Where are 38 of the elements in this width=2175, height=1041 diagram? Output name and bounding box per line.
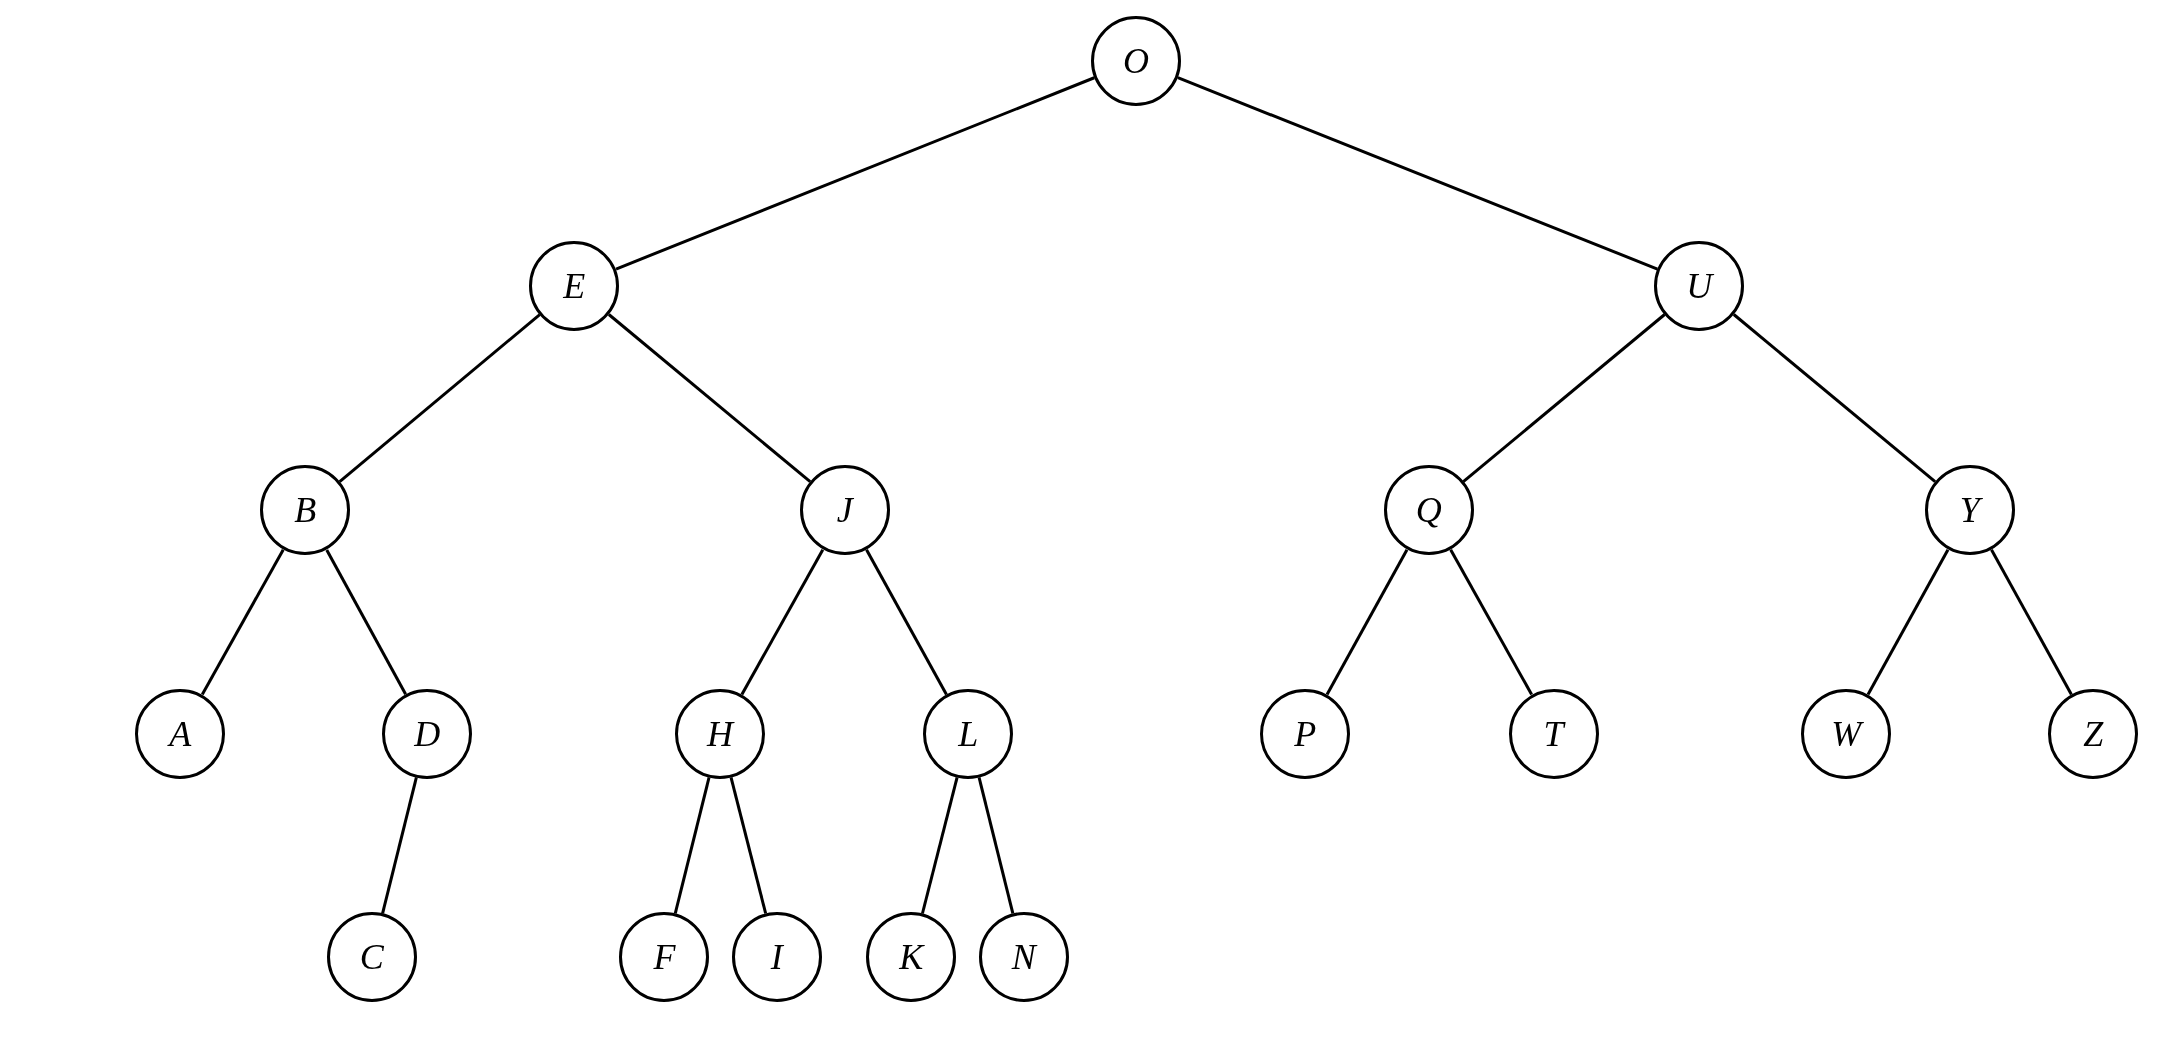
tree-edge — [977, 777, 1015, 914]
node-letter: I — [770, 939, 783, 976]
node-letter: C — [359, 939, 384, 976]
tree-edge — [921, 777, 959, 914]
node-letter: A — [169, 715, 192, 752]
tree-edge — [740, 549, 825, 696]
tree-edge — [1990, 549, 2073, 696]
tree-edge — [1177, 76, 1658, 271]
node-letter: E — [563, 267, 586, 304]
tree-edge — [1732, 313, 1937, 483]
tree-edge — [865, 549, 948, 696]
node-letter: P — [1294, 715, 1317, 752]
tree-edge — [729, 777, 768, 914]
node-letter: D — [414, 715, 441, 752]
tree-edge — [1462, 313, 1666, 483]
tree-edge — [338, 313, 541, 483]
node-letter: K — [899, 939, 924, 976]
node-letter: Z — [2083, 715, 2104, 752]
node-letter: H — [706, 715, 733, 752]
tree-edge — [200, 549, 285, 696]
tree-edge — [1866, 549, 1950, 696]
node-letter: J — [836, 492, 853, 529]
node-letter: Q — [1415, 492, 1442, 529]
tree-edge — [1449, 549, 1533, 696]
node-letter: U — [1686, 267, 1713, 304]
node-letter: W — [1831, 715, 1862, 752]
node-letter: O — [1123, 43, 1150, 80]
node-letter: T — [1543, 715, 1564, 752]
tree-edge — [325, 549, 407, 696]
tree-edge — [1325, 549, 1409, 696]
node-letter: N — [1011, 939, 1036, 976]
node-letter: B — [294, 492, 317, 529]
node-letter: F — [653, 939, 676, 976]
tree-edge — [607, 313, 812, 483]
tree-edge — [381, 777, 418, 914]
tree-edge — [615, 76, 1095, 271]
tree-edge — [673, 777, 711, 914]
node-letter: L — [958, 715, 979, 752]
